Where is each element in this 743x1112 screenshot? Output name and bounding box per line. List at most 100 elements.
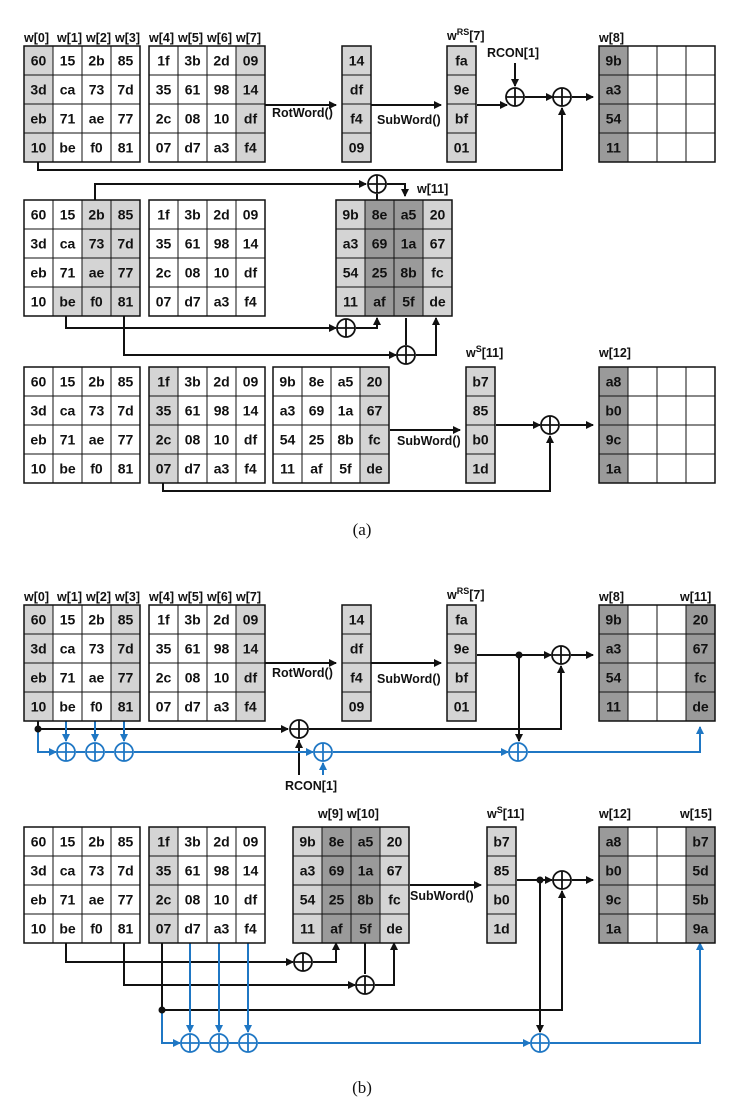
cell-value: be [59,140,76,156]
line-w3-to-xor [123,310,397,359]
b-line-to-xor1 [309,665,565,730]
cell-value: 3b [184,53,200,69]
cell-value: 35 [156,641,172,657]
cell-value: 07 [156,140,172,156]
cell-value: 9b [299,834,315,850]
cell-value: 3b [184,207,200,223]
cell-value: 08 [185,670,201,686]
cell-value: 85 [473,403,489,419]
cell-value: 20 [367,374,383,390]
cell-value: ca [60,863,76,879]
cell-value: fc [694,670,707,686]
label-rcon: RCON[1] [487,46,539,60]
cell-value: 71 [60,670,76,686]
cell-value: ae [89,670,105,686]
label-w3: w[3] [114,31,140,45]
cell-value: 5f [359,921,372,937]
xor-operators [34,87,572,1053]
cell-value: 85 [494,863,510,879]
cell-value: 9a [693,921,709,937]
cell-value: 08 [185,892,201,908]
cell-value: 5f [402,294,415,310]
junction-dot [158,1006,166,1014]
cell-value: b0 [605,403,622,419]
cell-value: 20 [387,834,403,850]
b-line-w1 [65,943,294,966]
junction-dot [34,725,42,733]
cell-value: 8b [337,432,353,448]
b-blue2-xor2-icon [209,1033,229,1053]
cell-value: 61 [185,236,201,252]
label-w8: w[8] [598,31,624,45]
xor-mid-icon [336,318,356,338]
cell-value: fc [368,432,381,448]
cell-value: 09 [349,699,365,715]
cell-value: 3d [30,82,46,98]
cell-value: 77 [118,111,134,127]
cell-value: b0 [493,892,510,908]
cell-value: eb [30,265,46,281]
cell-value: 07 [156,699,172,715]
cell-value: b0 [605,863,622,879]
cell-value: f4 [350,111,363,127]
cell-value: 08 [185,111,201,127]
cell-value: 3b [184,374,200,390]
b-blue2-start [161,1010,181,1047]
cell-value: 3b [184,834,200,850]
cell-value: 25 [372,265,388,281]
cell-value: f0 [90,921,103,937]
cell-value: 2d [213,374,229,390]
cell-value: 1d [472,461,488,477]
cell-value: eb [30,892,46,908]
cell-value: 98 [214,82,230,98]
cell-value: 2b [88,53,104,69]
cell-value: 1a [606,461,622,477]
junction-dot [536,876,544,884]
cell-value: 07 [156,294,172,310]
label-ws11: wS[11] [465,344,503,360]
cell-value: de [386,921,403,937]
b-xor2-icon [552,870,572,890]
xor2-icon [540,415,560,435]
cell-value: 73 [89,236,105,252]
label-w0: w[0] [23,31,49,45]
cell-value: de [429,294,446,310]
label-w7: w[7] [235,31,261,45]
cell-value: 8b [400,265,416,281]
cell-value: 81 [118,461,134,477]
xor-top-icon [367,174,387,194]
cell-value: 54 [606,111,622,127]
label-w11: w[11] [416,182,448,196]
cell-value: 85 [118,612,134,628]
cell-value: f4 [244,699,257,715]
cell-value: 85 [118,207,134,223]
cell-value: 67 [387,863,403,879]
cell-value: a3 [214,921,230,937]
cell-value: a5 [338,374,354,390]
label-b-w2: w[2] [85,590,111,604]
cell-value: 1f [157,207,170,223]
cell-value: a3 [606,82,622,98]
cell-value: 67 [367,403,383,419]
cell-value: df [244,670,258,686]
cell-value: a5 [401,207,417,223]
cell-value: f0 [90,140,103,156]
cell-value: 35 [156,82,172,98]
label-w12: w[12] [598,346,631,360]
cell-value: 10 [214,432,230,448]
cell-value: 2c [156,670,172,686]
cell-value: ae [89,432,105,448]
cell-value: 60 [31,834,47,850]
cell-value: a3 [606,641,622,657]
cell-value: 81 [118,294,134,310]
b-blue2-to-w15 [550,942,704,1044]
cell-value: 1f [157,53,170,69]
b-line-w4 [161,890,566,1011]
